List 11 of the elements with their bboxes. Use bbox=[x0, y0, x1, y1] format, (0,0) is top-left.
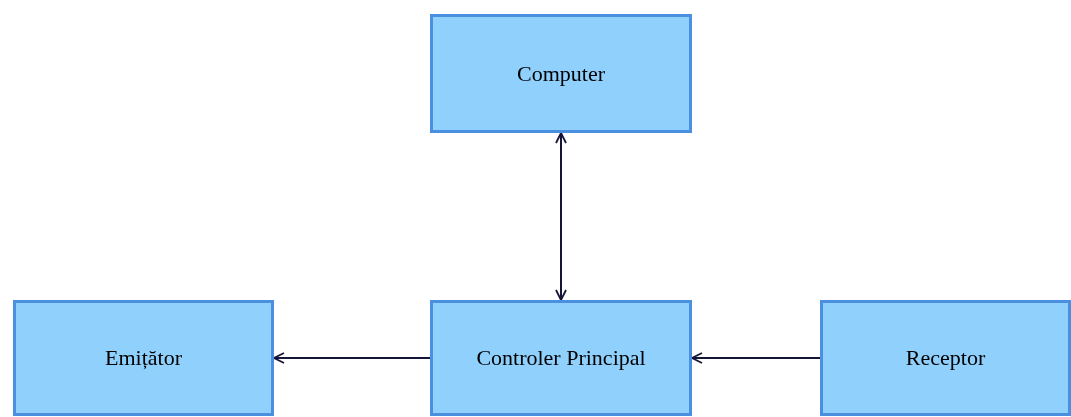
process-box bbox=[820, 300, 1071, 416]
arrow bbox=[691, 352, 821, 364]
box-label: Computer bbox=[517, 60, 605, 87]
arrow bbox=[273, 352, 431, 364]
process-box bbox=[430, 300, 692, 416]
process-box bbox=[13, 300, 274, 416]
process-box bbox=[430, 14, 692, 133]
box-label: Receptor bbox=[905, 345, 986, 371]
box-label: Emițător bbox=[105, 345, 182, 371]
arrow bbox=[555, 132, 567, 301]
box-label: Controler Principal bbox=[476, 345, 646, 371]
